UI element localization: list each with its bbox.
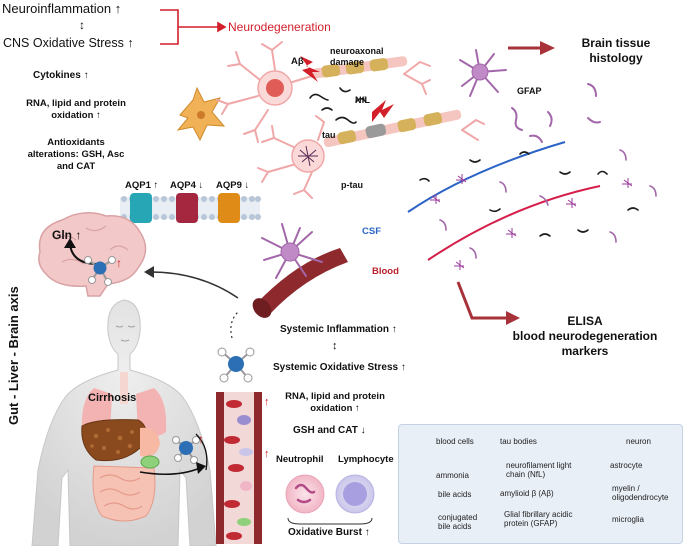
ammonia-molecule-center <box>217 347 255 383</box>
marker-scatter <box>419 149 657 259</box>
systemic-inflammation-label: Systemic Inflammation ↑ <box>280 324 397 335</box>
side-title: Gut - Liver - Brain axis <box>6 286 21 425</box>
nfl-label: NfL <box>355 95 370 105</box>
systemic-rna-oxidation-label: RNA, lipid and protein oxidation ↑ <box>285 391 385 414</box>
gln-label: Gln ↑ <box>52 228 82 242</box>
tau-body-scatter <box>430 174 633 270</box>
updown-arrow-1: ↕ <box>79 18 85 32</box>
blood-ammonia-up-arrow-2: ↑ <box>264 448 270 460</box>
oxidative-burst-label: Oxidative Burst ↑ <box>288 527 370 538</box>
legend-neuron: neuron <box>626 437 651 446</box>
legend-nfl: neurofilament light chain (NfL) <box>506 461 572 479</box>
body-to-blood-arrow <box>139 467 201 475</box>
neuron-with-abeta <box>216 41 431 143</box>
elisa-arrow <box>456 281 520 325</box>
gfap-label: GFAP <box>517 86 542 96</box>
elisa-label: ELISA blood neurodegeneration markers <box>512 314 658 358</box>
dotted-path <box>230 311 239 339</box>
legend-blood-cells: blood cells <box>436 437 474 446</box>
legend-tau-bodies: tau bodies <box>500 437 537 446</box>
aqp-membrane <box>120 193 261 223</box>
blood-label: Blood <box>372 266 399 277</box>
blood-ammonia-up-arrow-1: ↑ <box>264 396 270 408</box>
csf-label: CSF <box>362 226 381 237</box>
histology-label: Brain tissue histology <box>581 36 651 65</box>
microglia-cell <box>176 86 226 142</box>
histology-arrow <box>508 41 555 55</box>
lymphocyte-cell <box>335 474 375 514</box>
body-curve-arrow <box>195 433 208 471</box>
legend-conjugated-bile-acids: conjugated bile acids <box>438 513 478 531</box>
human-body <box>31 299 217 546</box>
astrocyte-vessel <box>252 223 348 318</box>
legend <box>398 424 683 544</box>
nfl-fragments <box>309 87 366 124</box>
gfap-fragments-top <box>511 83 601 143</box>
legend-amyloid: amylioid β (Aβ) <box>500 489 554 498</box>
systemic-oxidative-stress-label: Systemic Oxidative Stress ↑ <box>273 362 406 373</box>
to-brain-arrow <box>149 271 239 299</box>
neuroinflammation-label: Neuroinflammation ↑ <box>2 1 122 16</box>
blood-curve <box>427 185 601 261</box>
neuroaxonal-damage-label: neuroaxonal damage <box>330 46 384 67</box>
neurodegeneration-label: Neurodegeneration <box>228 20 331 34</box>
oxidative-burst-bracket <box>287 517 373 525</box>
legend-gfap: Glial fibrillary acidic protein (GFAP) <box>504 510 573 528</box>
aqp9-label: AQP9 ↓ <box>216 180 250 191</box>
legend-bile-acids: bile acids <box>438 490 472 499</box>
body-ammonia-up-arrow: ↑ <box>198 432 204 446</box>
neuron-with-tau <box>257 115 485 199</box>
legend-astrocyte: astrocyte <box>610 461 643 470</box>
bracket-arrow <box>160 9 227 45</box>
gln-ammonia-up-arrow: ↑ <box>116 256 122 270</box>
updown-arrow-2: ↕ <box>332 340 338 352</box>
legend-myelin: myelin / oligodendrocyte <box>612 484 669 502</box>
cns-oxidative-stress-label: CNS Oxidative Stress ↑ <box>3 36 134 50</box>
astrocyte-top <box>459 49 507 97</box>
ammonia-molecule-brain <box>84 256 116 286</box>
lightning-1 <box>300 56 320 82</box>
tau-label: tau <box>322 130 336 140</box>
ptau-label: p-tau <box>341 180 363 190</box>
neutrophil-label: Neutrophil <box>276 454 324 465</box>
gsh-cat-label: GSH and CAT ↓ <box>293 425 366 436</box>
lightning-2 <box>372 100 394 122</box>
cirrhosis-label: Cirrhosis <box>88 392 137 404</box>
csf-curve <box>407 141 566 213</box>
brain <box>38 212 147 297</box>
abeta-label: Aβ <box>291 56 304 67</box>
ammonia-molecule-body <box>172 436 200 464</box>
legend-microglia: microglia <box>612 515 645 524</box>
cytokines-label: Cytokines ↑ <box>33 70 89 81</box>
antioxidants-label: Antioxidants alterations: GSH, Asc and C… <box>27 137 125 172</box>
rna-oxidation-label: RNA, lipid and protein oxidation ↑ <box>26 98 126 121</box>
lymphocyte-label: Lymphocyte <box>338 454 394 465</box>
aqp4-label: AQP4 ↓ <box>170 180 204 191</box>
aqp1-label: AQP1 ↑ <box>125 180 159 191</box>
neutrophil-cell <box>285 474 325 514</box>
blood-vessel-column <box>216 392 262 544</box>
axon-2 <box>323 109 462 148</box>
legend-ammonia-label: ammonia <box>436 471 469 480</box>
axon-1 <box>311 56 408 79</box>
